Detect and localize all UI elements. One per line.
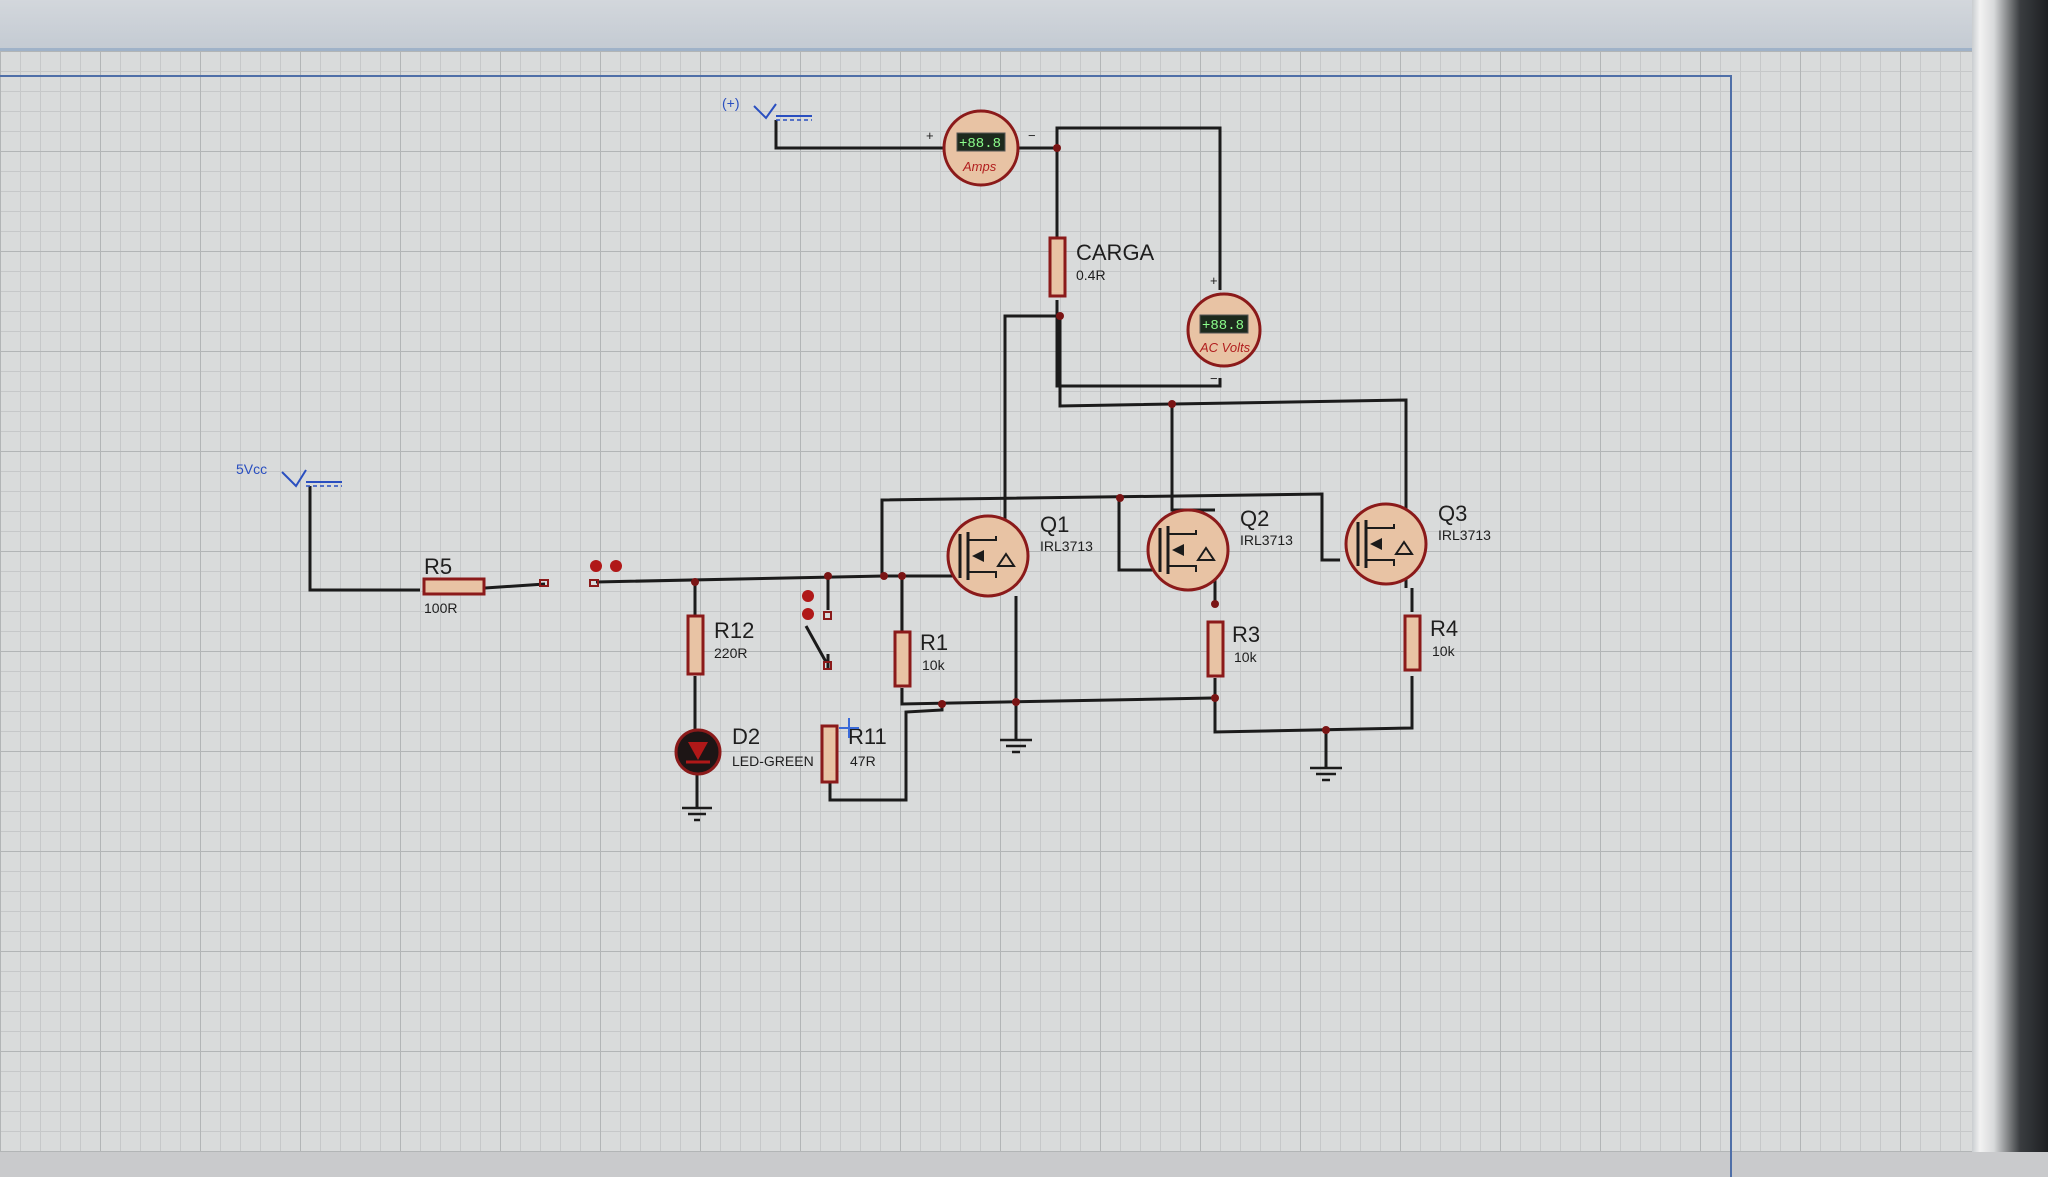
window-title-bar [0,0,1972,51]
q1-value: IRL3713 [1040,538,1093,554]
cursor-crosshair-icon [839,718,859,738]
junction-dots [691,144,1330,734]
r3-value: 10k [1234,649,1258,665]
q1-ref: Q1 [1040,512,1069,537]
resistor-r12[interactable]: R12 220R [686,614,754,676]
resistor-r1[interactable]: R1 10k [893,630,948,688]
r1-ref: R1 [920,630,948,655]
schematic-drawing[interactable]: (+) 5Vcc +88.8 Amps + − +88.8 AC Volts +… [0,0,1972,1152]
ammeter-label: Amps [962,159,997,174]
r4-value: 10k [1432,643,1456,659]
q3-ref: Q3 [1438,501,1467,526]
q2-value: IRL3713 [1240,532,1293,548]
mosfet-q1[interactable]: Q1 IRL3713 [946,512,1093,598]
r1-value: 10k [922,657,946,673]
wires [308,120,1414,808]
ground-icon [1310,766,1342,782]
voltmeter-display: +88.8 [1202,318,1244,334]
r12-ref: R12 [714,618,754,643]
sheet-border [0,75,1732,1177]
carga-value: 0.4R [1076,267,1106,283]
r12-value: 220R [714,645,747,661]
carga-ref: CARGA [1076,240,1155,265]
mosfet-q2[interactable]: Q2 IRL3713 [1146,506,1293,592]
ground-icon [682,806,712,822]
ammeter-display: +88.8 [959,136,1001,152]
mosfet-q3[interactable]: Q3 IRL3713 [1344,501,1491,586]
monitor-bezel [1972,0,2048,1152]
ammeter-minus: − [1028,128,1036,143]
voltmeter-plus: + [1210,273,1218,288]
r11-value: 47R [850,753,876,769]
resistor-carga[interactable]: CARGA 0.4R [1048,236,1155,298]
voltmeter[interactable]: +88.8 AC Volts + − [1186,273,1262,386]
resistor-r5[interactable]: R5 100R [422,554,486,616]
resistor-r3[interactable]: R3 10k [1206,620,1260,678]
push-button-main[interactable] [539,560,622,587]
ground-icon [1000,738,1032,754]
r5-ref: R5 [424,554,452,579]
power-terminal-plus[interactable]: (+) [722,95,812,121]
d2-ref: D2 [732,724,760,749]
voltmeter-label: AC Volts [1199,340,1251,355]
voltmeter-minus: − [1210,371,1218,386]
led-d2[interactable]: D2 LED-GREEN [674,724,814,776]
ammeter-plus: + [926,128,934,143]
d2-value: LED-GREEN [732,753,814,769]
power-terminal-5vcc[interactable]: 5Vcc [236,461,342,488]
power-label-5vcc: 5Vcc [236,461,267,477]
resistor-r4[interactable]: R4 10k [1403,614,1458,672]
resistor-r11[interactable]: R11 47R [820,718,887,784]
r4-ref: R4 [1430,616,1458,641]
q3-value: IRL3713 [1438,527,1491,543]
power-label-plus: (+) [722,95,740,111]
schematic-canvas[interactable] [0,51,1972,1152]
q2-ref: Q2 [1240,506,1269,531]
r3-ref: R3 [1232,622,1260,647]
switch-vertical[interactable] [802,590,832,670]
ammeter[interactable]: +88.8 Amps + − [926,109,1036,187]
r5-value: 100R [424,600,457,616]
